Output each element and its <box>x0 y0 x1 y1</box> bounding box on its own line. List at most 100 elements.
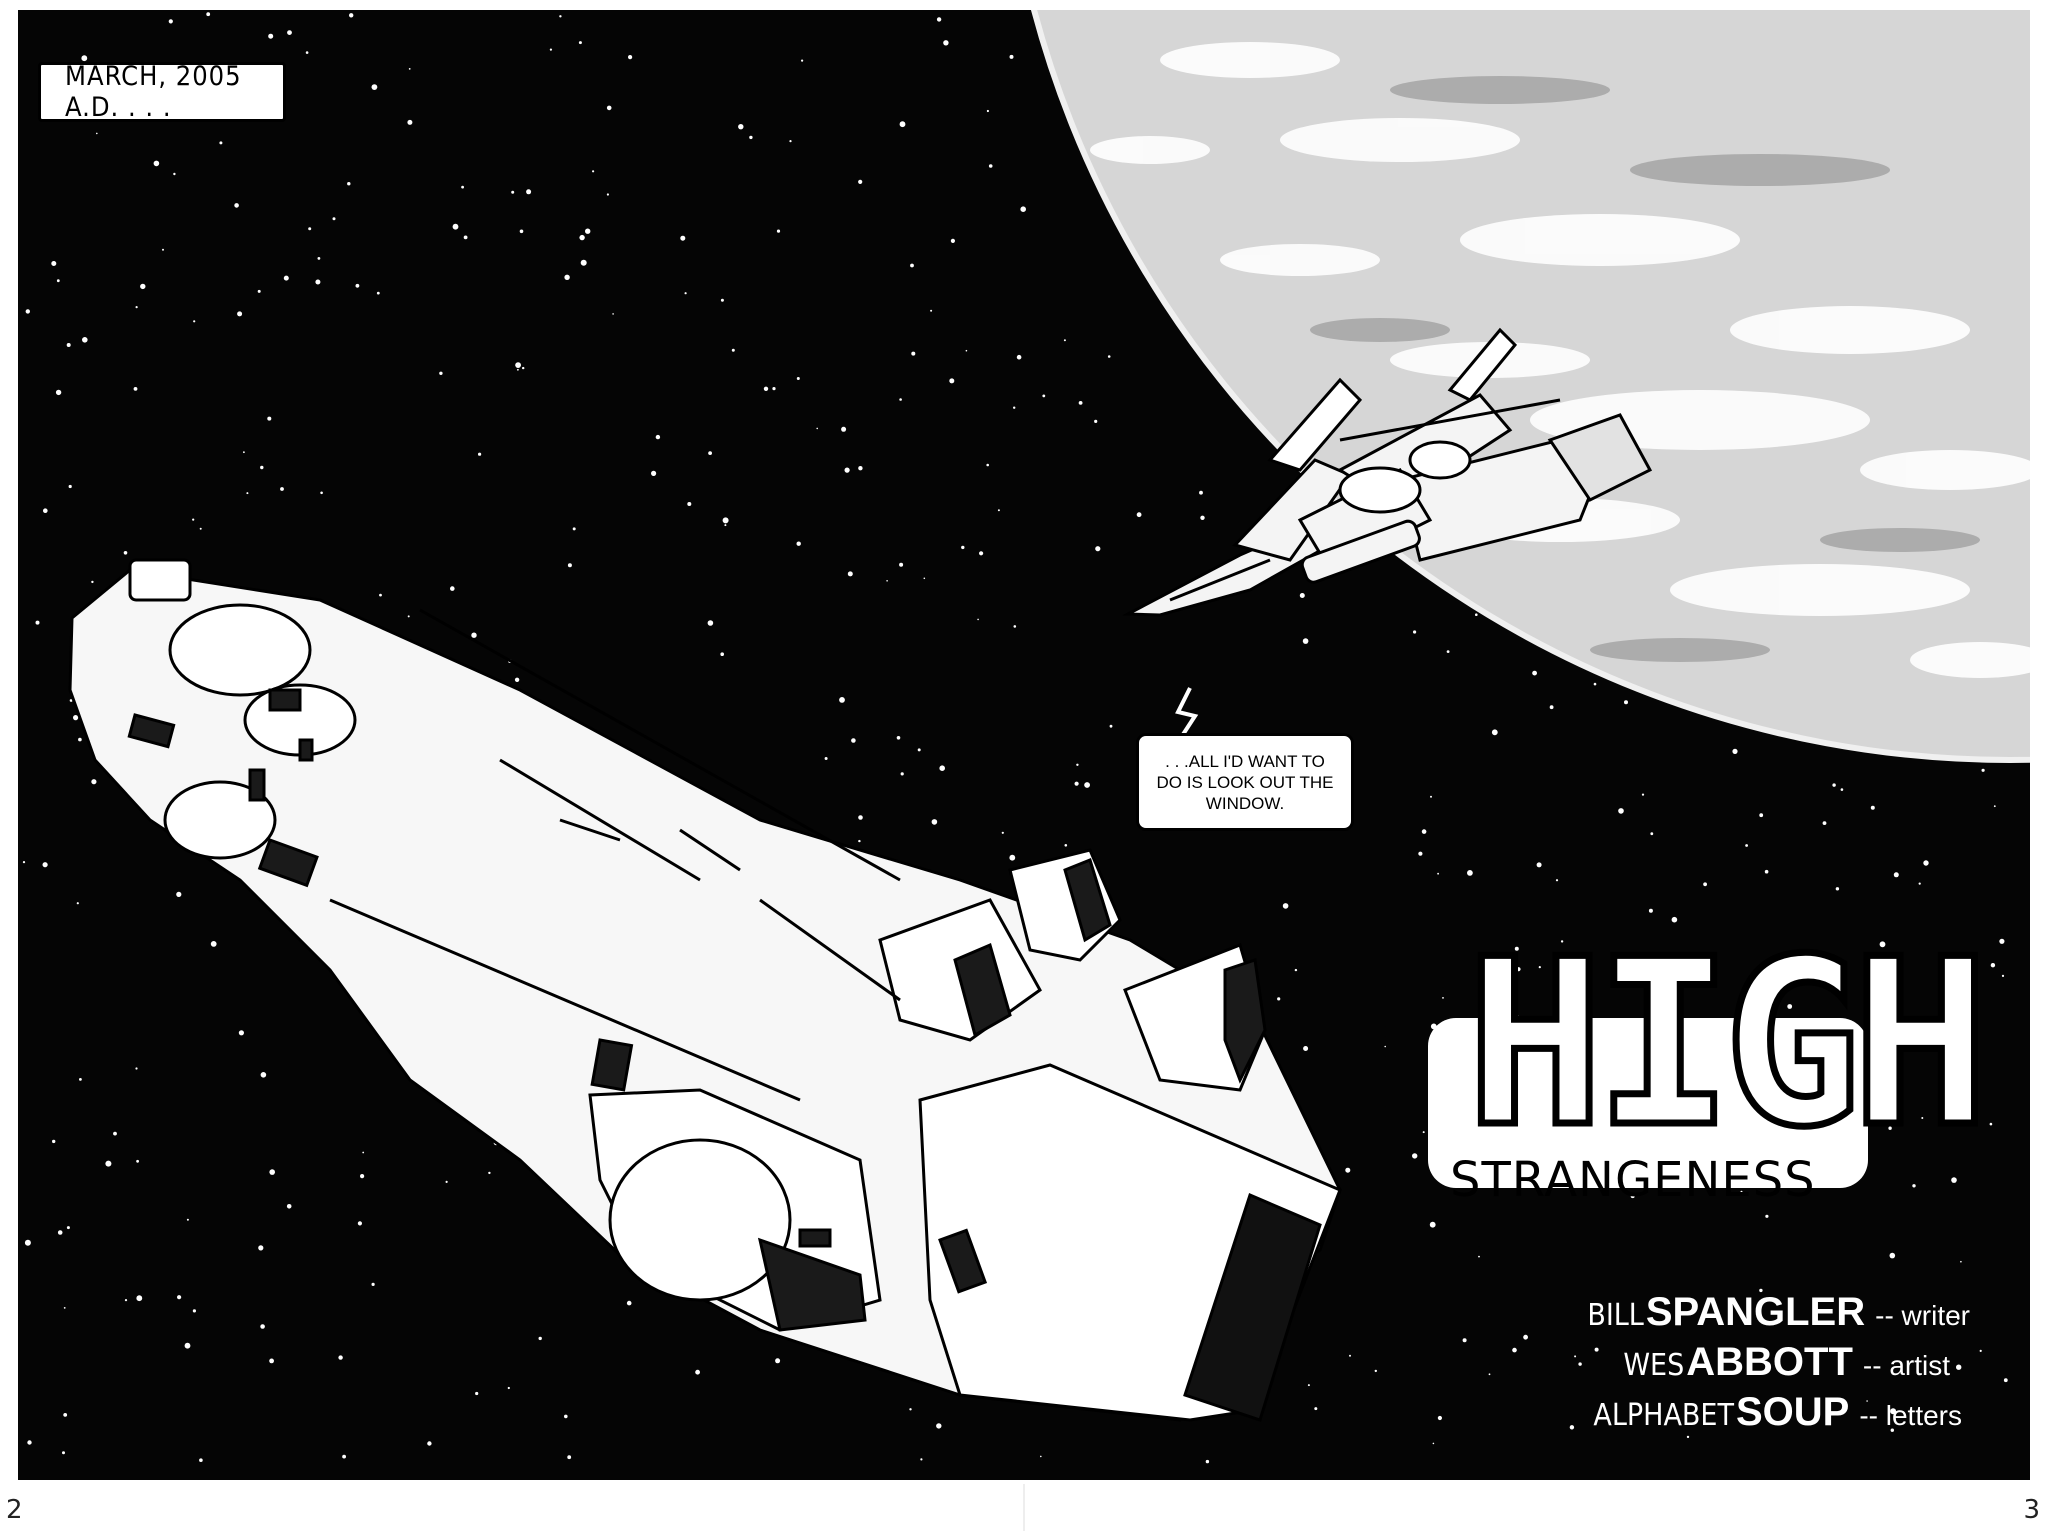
star <box>376 291 380 295</box>
star <box>1532 670 1537 676</box>
star <box>136 1159 140 1163</box>
star <box>549 48 553 51</box>
star <box>1758 968 1761 971</box>
star <box>896 736 901 740</box>
star <box>1446 650 1450 653</box>
star <box>445 1180 448 1183</box>
star <box>1918 882 1921 885</box>
star <box>844 467 850 473</box>
star <box>91 580 94 584</box>
fighter-ship <box>1122 327 1653 617</box>
star <box>199 1458 203 1462</box>
star <box>258 1245 264 1251</box>
star <box>1412 1153 1418 1159</box>
star <box>461 185 464 189</box>
star <box>63 1307 66 1309</box>
star <box>260 1072 267 1078</box>
star <box>1886 1043 1891 1047</box>
title-plate <box>1428 1018 1868 1188</box>
star <box>507 1386 510 1390</box>
star <box>1302 638 1309 644</box>
star <box>439 371 443 375</box>
star <box>612 313 614 315</box>
star <box>949 378 955 384</box>
star <box>517 368 519 371</box>
star <box>514 677 520 682</box>
star <box>1467 870 1473 876</box>
star <box>1475 613 1478 616</box>
star <box>986 109 990 113</box>
star <box>1064 844 1068 847</box>
star <box>1765 1214 1769 1218</box>
credit-last-name: SOUP <box>1735 1390 1850 1434</box>
star <box>43 508 48 513</box>
star <box>1042 394 1046 398</box>
star <box>579 234 585 241</box>
star <box>628 55 633 60</box>
star <box>559 15 562 18</box>
title-line-1: HIGH <box>1463 911 1994 1178</box>
star <box>268 33 274 39</box>
star <box>52 1139 56 1144</box>
star <box>899 562 904 567</box>
balloon-line-2: DO IS LOOK OUT THE <box>1156 772 1334 792</box>
star <box>153 160 160 167</box>
star <box>931 819 938 825</box>
star <box>123 551 128 555</box>
star <box>564 274 570 280</box>
star <box>42 862 48 868</box>
star <box>1307 1384 1310 1387</box>
star <box>1512 1347 1517 1353</box>
star <box>360 1174 365 1179</box>
star <box>177 1295 182 1300</box>
star <box>687 502 692 506</box>
star <box>1514 1014 1519 1019</box>
star <box>475 1391 479 1396</box>
star <box>407 615 410 618</box>
star <box>287 30 292 35</box>
star <box>1303 1046 1309 1051</box>
star <box>379 593 382 597</box>
star <box>1650 832 1654 836</box>
star <box>626 1300 632 1306</box>
star <box>841 426 847 432</box>
star <box>1107 355 1111 358</box>
credit-writer: BILL SPANGLER -- writer <box>1587 1290 1970 1335</box>
star <box>986 463 989 467</box>
star <box>1491 729 1498 736</box>
star <box>1641 793 1645 796</box>
star <box>899 398 902 401</box>
star <box>1574 1355 1577 1358</box>
star <box>269 1358 274 1364</box>
star <box>801 59 804 62</box>
credit-last-name: ABBOTT <box>1686 1340 1853 1384</box>
star <box>1076 763 1079 766</box>
star <box>349 13 354 18</box>
star <box>315 279 321 285</box>
star <box>997 509 1000 512</box>
star <box>286 1204 292 1209</box>
star <box>720 298 724 302</box>
star <box>655 434 661 440</box>
star <box>1078 401 1083 405</box>
star <box>1516 967 1521 972</box>
cruiser-ship <box>68 558 1342 1422</box>
star <box>858 179 863 184</box>
star <box>24 1239 31 1246</box>
star <box>82 337 88 343</box>
star <box>572 527 576 531</box>
star <box>567 563 572 568</box>
star <box>62 1451 65 1455</box>
star <box>320 491 323 495</box>
star <box>858 815 863 820</box>
credit-role: -- letters <box>1859 1400 1962 1431</box>
star <box>1703 882 1707 887</box>
star <box>463 235 468 240</box>
star <box>900 772 904 776</box>
story-title: HIGH STRANGENESS <box>1428 926 1993 1222</box>
star <box>76 902 79 905</box>
star <box>1442 997 1444 999</box>
star <box>567 1455 572 1460</box>
credit-first-name: ALPHABET <box>1593 1398 1734 1433</box>
star <box>2003 1378 2008 1383</box>
